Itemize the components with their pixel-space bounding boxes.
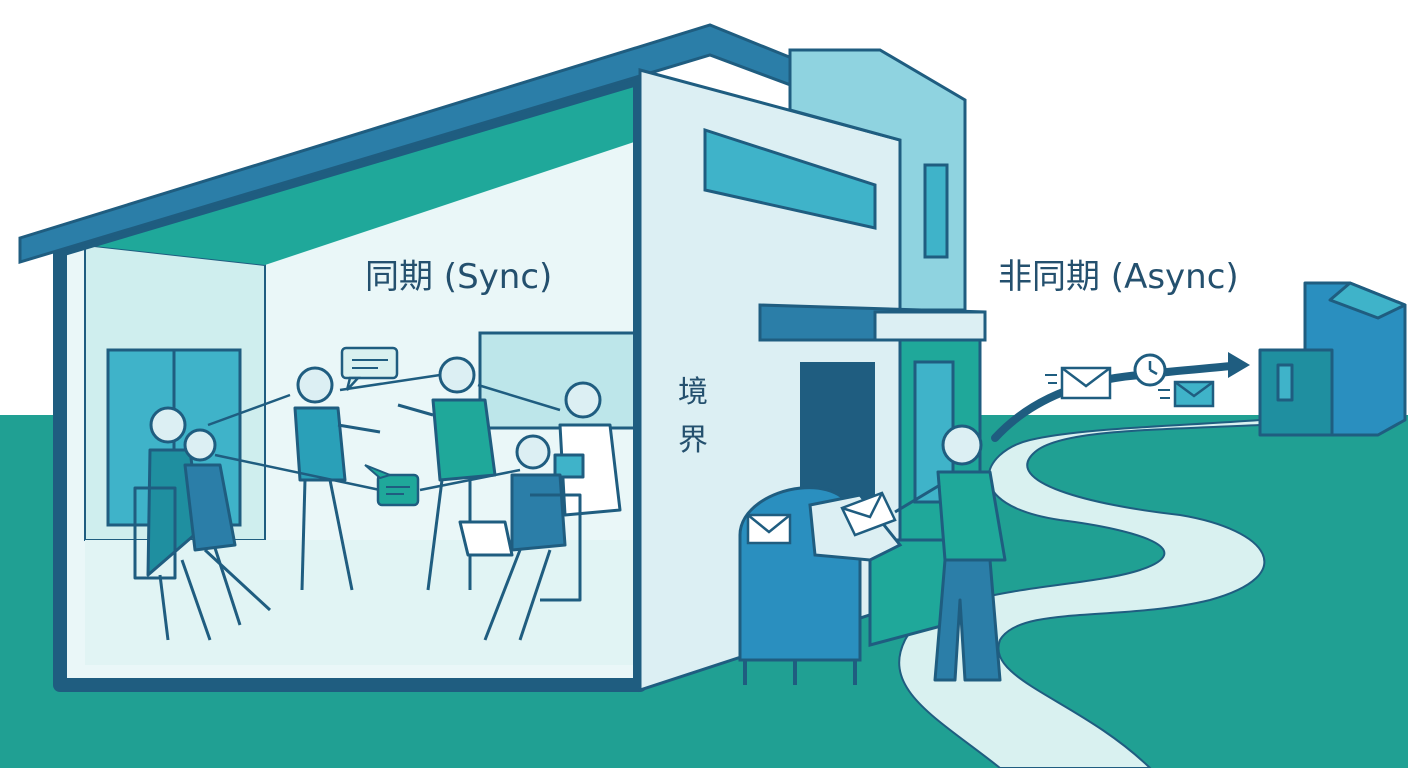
conversation-lines	[207, 373, 561, 492]
courier-person	[894, 424, 1007, 682]
sync-label: 同期 (Sync)	[365, 257, 552, 297]
boundary-label-top: 境	[678, 375, 708, 410]
speech-bubble-icon	[364, 464, 420, 507]
mailbox-icon	[738, 486, 903, 685]
person-2	[133, 428, 272, 626]
envelope-icon	[840, 491, 897, 537]
speech-bubble-icon	[340, 346, 399, 391]
async-label: 非同期 (Async)	[998, 257, 1239, 297]
arrow-right-icon	[1228, 352, 1250, 378]
envelope-icon	[1158, 380, 1215, 408]
envelope-icon	[1045, 366, 1112, 400]
envelope-icon	[746, 513, 792, 545]
boundary-label-bottom: 界	[678, 423, 708, 458]
team-group	[133, 356, 622, 641]
async-flow	[991, 352, 1250, 442]
remote-building	[1258, 281, 1407, 437]
person-5	[553, 381, 622, 517]
person-3	[293, 366, 381, 591]
laptop-icon	[458, 520, 514, 557]
clock-icon	[1133, 353, 1167, 387]
